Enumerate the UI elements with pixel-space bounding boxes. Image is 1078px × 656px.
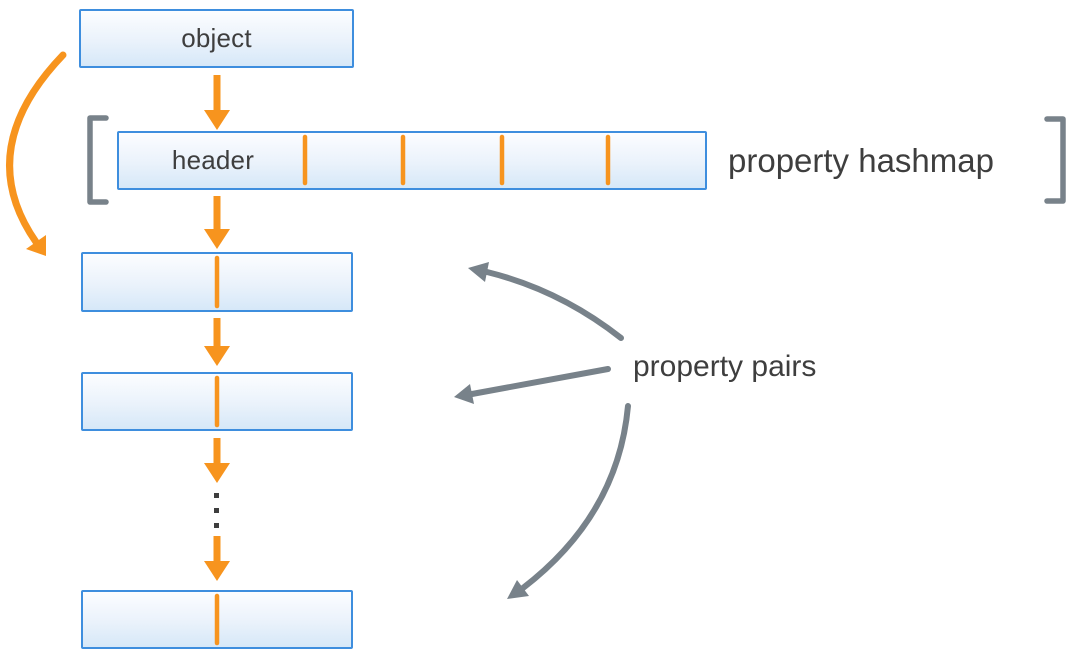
property-pairs-label: property pairs xyxy=(633,350,817,383)
property-pair-box-2 xyxy=(81,372,353,431)
bracket-left xyxy=(87,115,109,205)
arrow-header-to-pair-1 xyxy=(204,196,230,249)
header-label: header xyxy=(171,145,255,175)
object-box: object xyxy=(79,9,354,68)
arrow-pair-1-to-pair-2 xyxy=(204,318,230,366)
hashmap-header-box: header xyxy=(117,131,707,190)
bracket-right xyxy=(1044,116,1066,204)
curved-arrow-object-to-pair-1 xyxy=(6,51,67,256)
property-pair-box-3 xyxy=(81,590,353,649)
property-pair-box-1 xyxy=(81,252,353,312)
object-label: object xyxy=(181,23,252,53)
arrow-ellipsis-to-pair-3 xyxy=(204,536,230,581)
ellipsis-dots xyxy=(214,493,219,528)
pairs-arrow-bottom xyxy=(507,403,631,599)
property-hashmap-label: property hashmap xyxy=(728,141,994,179)
pairs-arrow-middle xyxy=(454,366,611,404)
pairs-arrow-top xyxy=(468,262,624,341)
arrow-object-to-header xyxy=(204,75,230,130)
arrow-pair-2-to-ellipsis xyxy=(204,438,230,483)
